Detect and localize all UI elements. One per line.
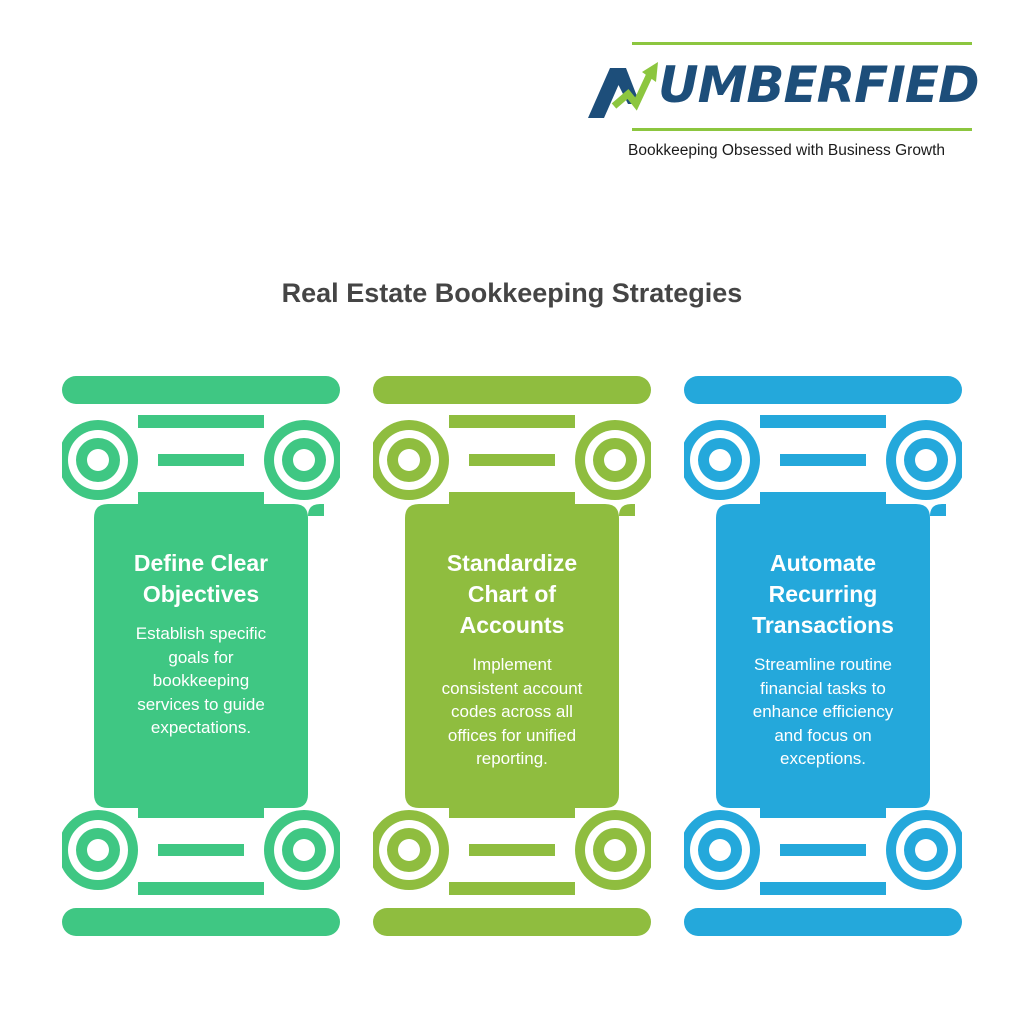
capital-bar xyxy=(760,492,886,505)
volute-eye xyxy=(87,449,109,471)
pillar-shaft xyxy=(94,504,308,808)
volute-eye xyxy=(915,449,937,471)
capital-bar xyxy=(760,882,886,895)
pillar-shape xyxy=(62,376,340,936)
logo-n-arrow-icon xyxy=(588,62,658,118)
volute-eye xyxy=(915,839,937,861)
volute-eye xyxy=(293,449,315,471)
capital-bar xyxy=(138,805,264,818)
capital-bar xyxy=(449,805,575,818)
capital-bar xyxy=(780,844,866,856)
capital-bar xyxy=(138,882,264,895)
page-title: Real Estate Bookkeeping Strategies xyxy=(281,278,743,308)
pillar-base-bar xyxy=(684,908,962,936)
capital-bar xyxy=(760,415,886,428)
capital-bar xyxy=(158,454,244,466)
pillar-top-bar xyxy=(373,376,651,404)
volute-eye xyxy=(604,839,626,861)
logo-tagline: Bookkeeping Obsessed with Business Growt… xyxy=(628,142,946,159)
capital-bar xyxy=(138,492,264,505)
pillar-shaft xyxy=(405,504,619,808)
capital-bar xyxy=(780,454,866,466)
volute-eye xyxy=(293,839,315,861)
capital-bar xyxy=(138,415,264,428)
volute-eye xyxy=(709,839,731,861)
volute-eye xyxy=(709,449,731,471)
logo-wordmark: UMBERFIED xyxy=(658,56,980,114)
volute-eye xyxy=(398,839,420,861)
capital-bar xyxy=(469,454,555,466)
pillar-top-bar xyxy=(62,376,340,404)
volute-eye xyxy=(604,449,626,471)
pillar-base-bar xyxy=(62,908,340,936)
volute-eye xyxy=(87,839,109,861)
capital-bar xyxy=(449,492,575,505)
capital-bar xyxy=(449,415,575,428)
capital-bar xyxy=(469,844,555,856)
pillar-shaft xyxy=(716,504,930,808)
pillar-shape xyxy=(684,376,962,936)
pillar-base-bar xyxy=(373,908,651,936)
capital-bar xyxy=(449,882,575,895)
volute-eye xyxy=(398,449,420,471)
pillar-shape xyxy=(373,376,651,936)
pillar-top-bar xyxy=(684,376,962,404)
capital-bar xyxy=(158,844,244,856)
logo-bottom-bar xyxy=(632,128,972,131)
brand-logo: UMBERFIED Bookkeeping Obsessed with Busi… xyxy=(580,40,980,170)
logo-top-bar xyxy=(632,42,972,45)
capital-bar xyxy=(760,805,886,818)
